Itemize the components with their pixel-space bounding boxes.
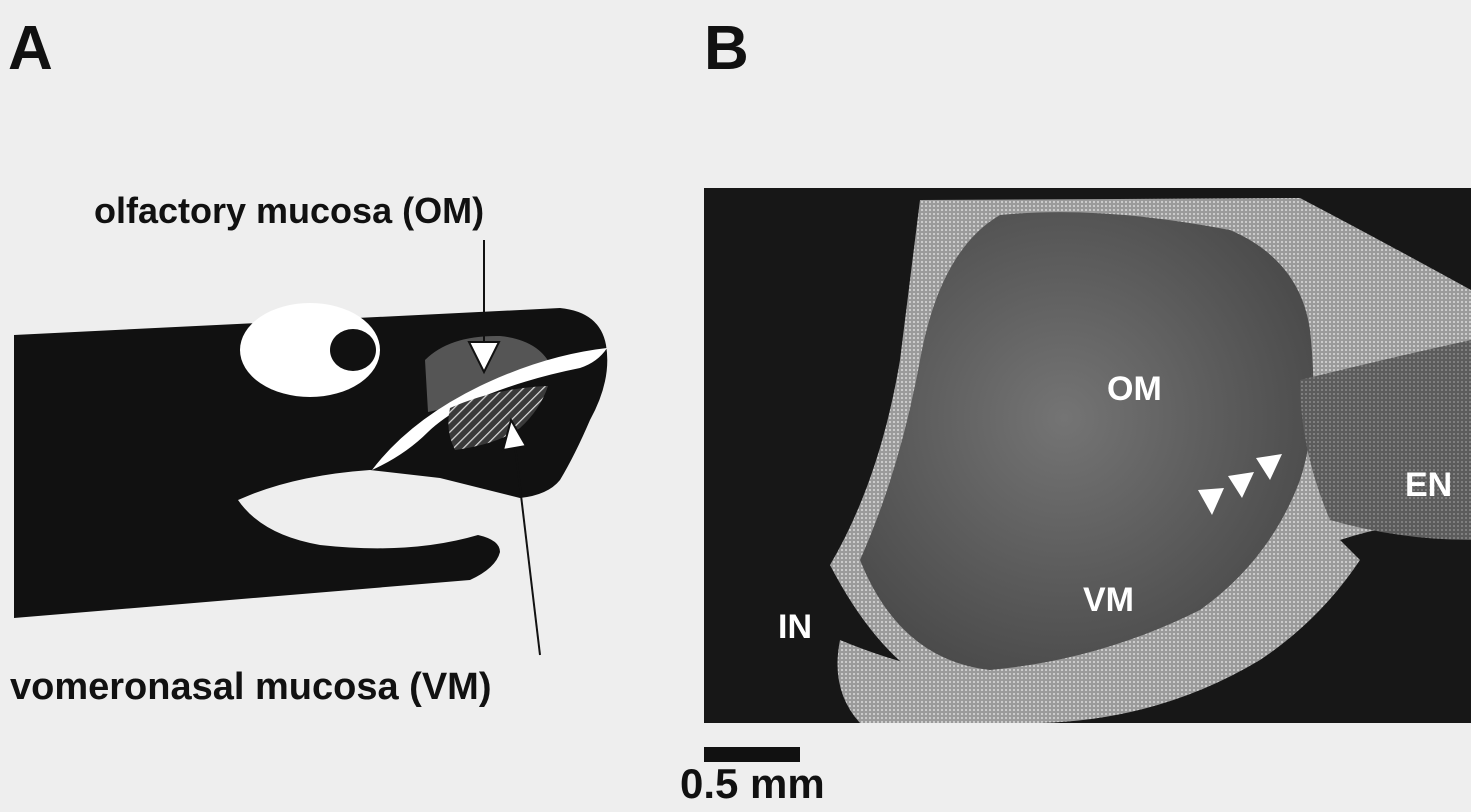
vomeronasal-mucosa-label: vomeronasal mucosa (VM)	[10, 666, 491, 709]
olfactory-mucosa-label: olfactory mucosa (OM)	[94, 190, 484, 232]
head-diagram	[14, 303, 607, 618]
pupil	[330, 329, 376, 371]
photo-label-vm: VM	[1083, 583, 1134, 617]
panel-letter-a: A	[8, 18, 53, 80]
photo-label-om: OM	[1107, 372, 1162, 406]
om-pointer-arrow	[469, 240, 499, 372]
photo-label-en: EN	[1405, 468, 1452, 502]
micrograph	[704, 188, 1471, 723]
scale-bar-label: 0.5 mm	[680, 760, 825, 808]
panel-letter-b: B	[704, 18, 749, 80]
photo-label-in: IN	[778, 610, 812, 644]
